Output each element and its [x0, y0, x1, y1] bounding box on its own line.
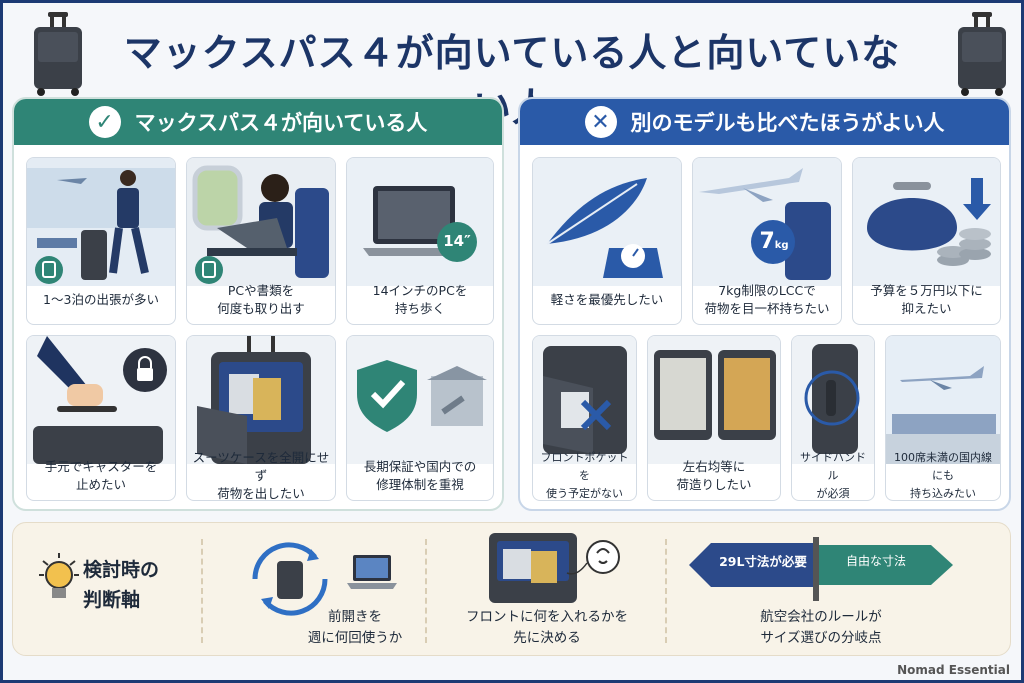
- card-lightweight: 軽さを最優先したい: [532, 157, 682, 325]
- card-label: 左右均等に 荷造りしたい: [676, 459, 752, 492]
- shield-repair-illustration: [347, 336, 493, 464]
- brand-credit: Nomad Essential: [897, 663, 1010, 677]
- pc-on-train-illustration: [187, 158, 335, 286]
- front-pocket-earphones-icon: [489, 533, 620, 603]
- card-label: フロントポケットを 使う予定がない: [540, 451, 629, 500]
- feather-scale-illustration: [533, 158, 681, 286]
- criteria-item-front-open: 前開きを 週に何回使うか: [205, 523, 425, 657]
- criteria-item-airline-rules: 29L寸法が必要 自由な寸法 航空会社のルールが サイズ選びの分岐点: [671, 523, 1001, 657]
- card-even-packing: 左右均等に 荷造りしたい: [647, 335, 781, 501]
- card-label: 14インチのPCを 持ち歩く: [372, 283, 468, 316]
- check-icon: ✓: [88, 106, 121, 138]
- front-pocket-crossed-illustration: [533, 336, 636, 464]
- criteria-section: 検討時の 判断軸 前開きを 週に何回使うか フロントに何を入れるかを 先に: [12, 522, 1011, 656]
- card-label: サイドハンドル が必須: [800, 451, 866, 500]
- card-budget: 予算を５万円以下に 抑えたい: [852, 157, 1001, 325]
- side-handle-illustration: [792, 336, 874, 464]
- criteria-item-front-contents: フロントに何を入れるかを 先に決める: [431, 523, 663, 657]
- suitable-heading: マックスパス４が向いている人: [134, 111, 428, 135]
- compare-panel: ✕ 別のモデルも比べたほうがよい人 軽さを最優先したい: [518, 97, 1011, 511]
- card-no-front-pocket: フロントポケットを 使う予定がない: [532, 335, 637, 501]
- lightbulb-icon: [39, 553, 79, 598]
- traveler-airport-illustration: [27, 158, 175, 286]
- suitable-panel: ✓ マックスパス４が向いている人 1〜3泊の出張が多い: [12, 97, 504, 511]
- divider: [201, 539, 203, 643]
- open-suitcase-illustration: [648, 336, 780, 464]
- card-label: 長期保証や国内での 修理体制を重視: [363, 459, 477, 492]
- purse-coins-illustration: [853, 158, 1000, 286]
- card-label: 100席未満の国内線にも 持ち込みたい: [894, 451, 992, 500]
- card-pc-documents: PCや書類を 何度も取り出す: [186, 157, 336, 325]
- small-plane-illustration: [886, 336, 1000, 464]
- suitcase-icon: [34, 12, 82, 96]
- screen-size-badge: 14″: [443, 232, 471, 250]
- card-front-open: スーツケースを全開にせず 荷物を出したい: [186, 335, 336, 501]
- laptop-icon: [347, 555, 397, 589]
- airplane-7kg-illustration: 7kg: [693, 158, 841, 286]
- direction-sign-icon: [689, 537, 953, 601]
- criteria-label: 航空会社のルールが サイズ選びの分岐点: [760, 609, 882, 646]
- card-label: 軽さを最優先したい: [550, 292, 664, 307]
- cross-icon: ✕: [584, 106, 617, 138]
- front-pocket-suitcase-illustration: [187, 336, 335, 464]
- sign-right-label: 自由な寸法: [845, 554, 906, 568]
- weight-value: 7: [759, 229, 775, 254]
- card-label: 手元でキャスターを 止めたい: [44, 459, 158, 492]
- criteria-heading: 検討時の 判断軸: [83, 559, 160, 611]
- card-side-handle: サイドハンドル が必須: [791, 335, 875, 501]
- divider: [665, 539, 667, 643]
- card-label: PCや書類を 何度も取り出す: [217, 283, 305, 316]
- card-14inch-pc: 14″ 14インチのPCを 持ち歩く: [346, 157, 494, 325]
- suitable-header: ✓ マックスパス４が向いている人: [14, 99, 502, 145]
- sign-left-label: 29L寸法が必要: [719, 554, 807, 569]
- criteria-heading-block: 検討時の 判断軸: [13, 523, 199, 657]
- suitcase-icon: [958, 12, 1006, 96]
- compare-heading: 別のモデルも比べたほうがよい人: [630, 111, 945, 135]
- card-short-trips: 1〜3泊の出張が多い: [26, 157, 176, 325]
- hand-on-handle-illustration: [27, 336, 175, 464]
- weight-unit: kg: [774, 240, 789, 251]
- card-label: スーツケースを全開にせず 荷物を出したい: [192, 450, 330, 501]
- laptop-illustration: 14″: [347, 158, 493, 286]
- card-label: 1〜3泊の出張が多い: [43, 292, 159, 307]
- card-label: 予算を５万円以下に 抑えたい: [870, 283, 983, 316]
- card-label: 7kg制限のLCCで 荷物を目一杯持ちたい: [704, 283, 830, 316]
- criteria-label: フロントに何を入れるかを 先に決める: [466, 609, 628, 646]
- card-warranty: 長期保証や国内での 修理体制を重視: [346, 335, 494, 501]
- card-small-domestic: 100席未満の国内線にも 持ち込みたい: [885, 335, 1001, 501]
- card-caster-lock: 手元でキャスターを 止めたい: [26, 335, 176, 501]
- compare-header: ✕ 別のモデルも比べたほうがよい人: [520, 99, 1009, 145]
- card-lcc-7kg: 7kg 7kg制限のLCCで 荷物を目一杯持ちたい: [692, 157, 842, 325]
- weight-badge: 7kg: [755, 229, 793, 254]
- criteria-label: 前開きを 週に何回使うか: [307, 609, 403, 646]
- divider: [425, 539, 427, 643]
- cycle-suitcase-icon: [252, 542, 328, 616]
